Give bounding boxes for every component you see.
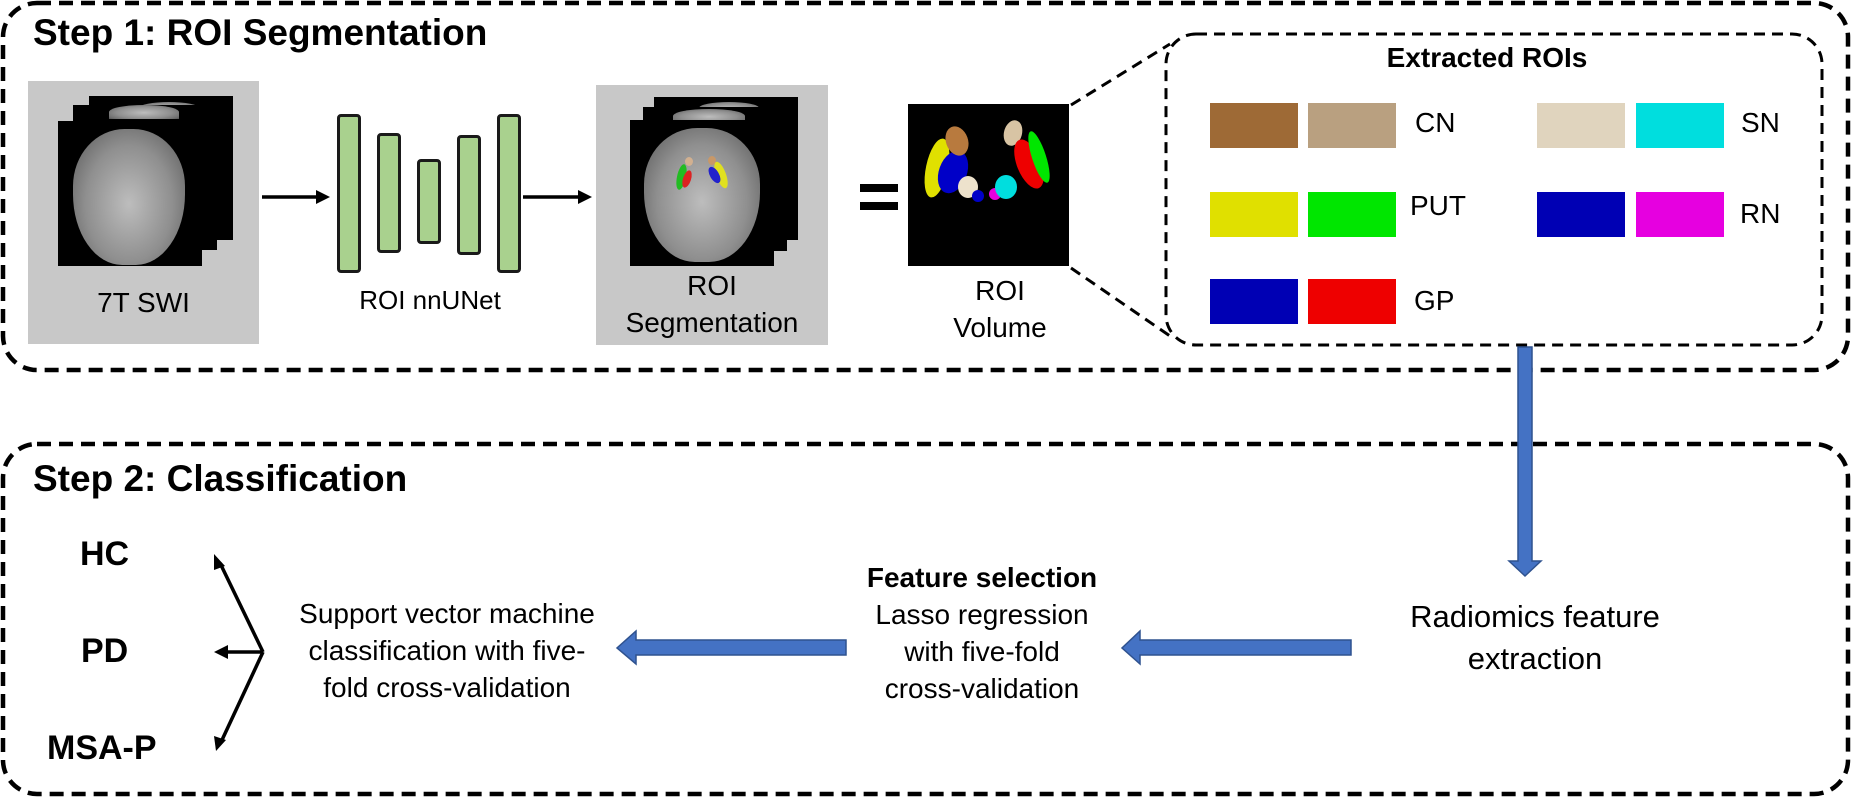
extracted-rois-frame bbox=[1164, 32, 1824, 347]
step1-frame bbox=[0, 0, 1851, 373]
step2-title: Step 2: Classification bbox=[33, 458, 408, 499]
svm-description: Support vector machine classification wi… bbox=[247, 595, 647, 706]
roi-swatch-rn-1 bbox=[1537, 192, 1625, 237]
feature-selection-line-3: cross-validation bbox=[884, 673, 1080, 704]
swi-input-panel: 7T SWI bbox=[28, 81, 259, 344]
roi-name-cn: CN bbox=[1415, 107, 1456, 138]
unet-decoder-layer-1 bbox=[457, 135, 481, 255]
nnunet-label: ROI nnUNet bbox=[359, 285, 501, 315]
feature-selection-line-2: with five-fold bbox=[904, 636, 1060, 667]
unet-bottleneck-layer bbox=[417, 159, 441, 244]
roi-swatch-put-1 bbox=[1210, 192, 1298, 237]
roi-swatch-rn-2 bbox=[1636, 192, 1724, 237]
roi-name-sn: SN bbox=[1741, 107, 1780, 138]
class-label-hc: HC bbox=[80, 535, 130, 573]
segmentation-label-line-1: ROI bbox=[687, 270, 737, 301]
swi-input-label: 7T SWI bbox=[97, 287, 190, 318]
class-label-msa-p: MSA-P bbox=[47, 729, 157, 767]
feature-selection-line-1: Lasso regression bbox=[875, 599, 1089, 630]
roi-name-put: PUT bbox=[1410, 190, 1466, 221]
equals-sign bbox=[860, 184, 898, 210]
roi-volume-label-line-2: Volume bbox=[953, 312, 1047, 343]
arrow-rois-to-radiomics bbox=[1507, 346, 1543, 578]
segmentation-label: ROI Segmentation bbox=[596, 267, 828, 341]
unet-decoder-layer-2 bbox=[497, 114, 521, 273]
seg-overlay-cn-left bbox=[685, 157, 693, 166]
zoom-connector-bottom bbox=[1070, 266, 1171, 338]
roi-swatch-sn-1 bbox=[1537, 103, 1625, 148]
roi-volume-label: ROI Volume bbox=[900, 272, 1100, 346]
roi-swatch-cn-2 bbox=[1308, 103, 1396, 148]
roi-swatch-sn-2 bbox=[1636, 103, 1724, 148]
roi-segmentation-panel: ROI Segmentation bbox=[596, 85, 828, 345]
svm-line-1: Support vector machine bbox=[299, 598, 595, 629]
roi-volume-render bbox=[908, 104, 1069, 266]
step2-frame bbox=[0, 441, 1851, 797]
seg-overlay-cn-right bbox=[708, 156, 716, 165]
arrow-feature-selection-to-svm bbox=[615, 629, 847, 666]
roi-name-rn: RN bbox=[1740, 198, 1781, 229]
arrow-radiomics-to-feature-selection bbox=[1120, 629, 1352, 666]
svm-line-3: fold cross-validation bbox=[323, 672, 571, 703]
class-label-pd: PD bbox=[81, 632, 129, 670]
extracted-rois-title: Extracted ROIs bbox=[1386, 42, 1588, 73]
unet-encoder-layer-2 bbox=[377, 133, 401, 253]
seg-slice-front bbox=[630, 120, 774, 266]
roi-name-gp: GP bbox=[1414, 285, 1455, 316]
svm-line-2: classification with five- bbox=[308, 635, 586, 666]
radiomics-line-1: Radiomics feature bbox=[1410, 599, 1660, 634]
unet-encoder-layer-1 bbox=[337, 114, 361, 273]
roi-swatch-gp-2 bbox=[1308, 279, 1396, 324]
radiomics-extraction-block: Radiomics feature extraction bbox=[1385, 596, 1685, 680]
zoom-connector-top bbox=[1070, 42, 1171, 107]
classification-fork-arrows bbox=[214, 554, 265, 751]
arrow-input-to-unet bbox=[262, 190, 330, 204]
swi-slice-front bbox=[58, 121, 202, 266]
feature-selection-block: Feature selection Lasso regression with … bbox=[832, 559, 1132, 707]
arrow-unet-to-segmentation bbox=[523, 190, 592, 204]
roi-swatch-gp-1 bbox=[1210, 279, 1298, 324]
feature-selection-title: Feature selection bbox=[866, 562, 1098, 593]
roi-swatch-cn-1 bbox=[1210, 103, 1298, 148]
roi-volume-label-line-1: ROI bbox=[975, 275, 1025, 306]
step1-title: Step 1: ROI Segmentation bbox=[33, 12, 488, 53]
segmentation-label-line-2: Segmentation bbox=[625, 307, 799, 338]
roi-swatch-put-2 bbox=[1308, 192, 1396, 237]
radiomics-line-2: extraction bbox=[1467, 641, 1603, 676]
